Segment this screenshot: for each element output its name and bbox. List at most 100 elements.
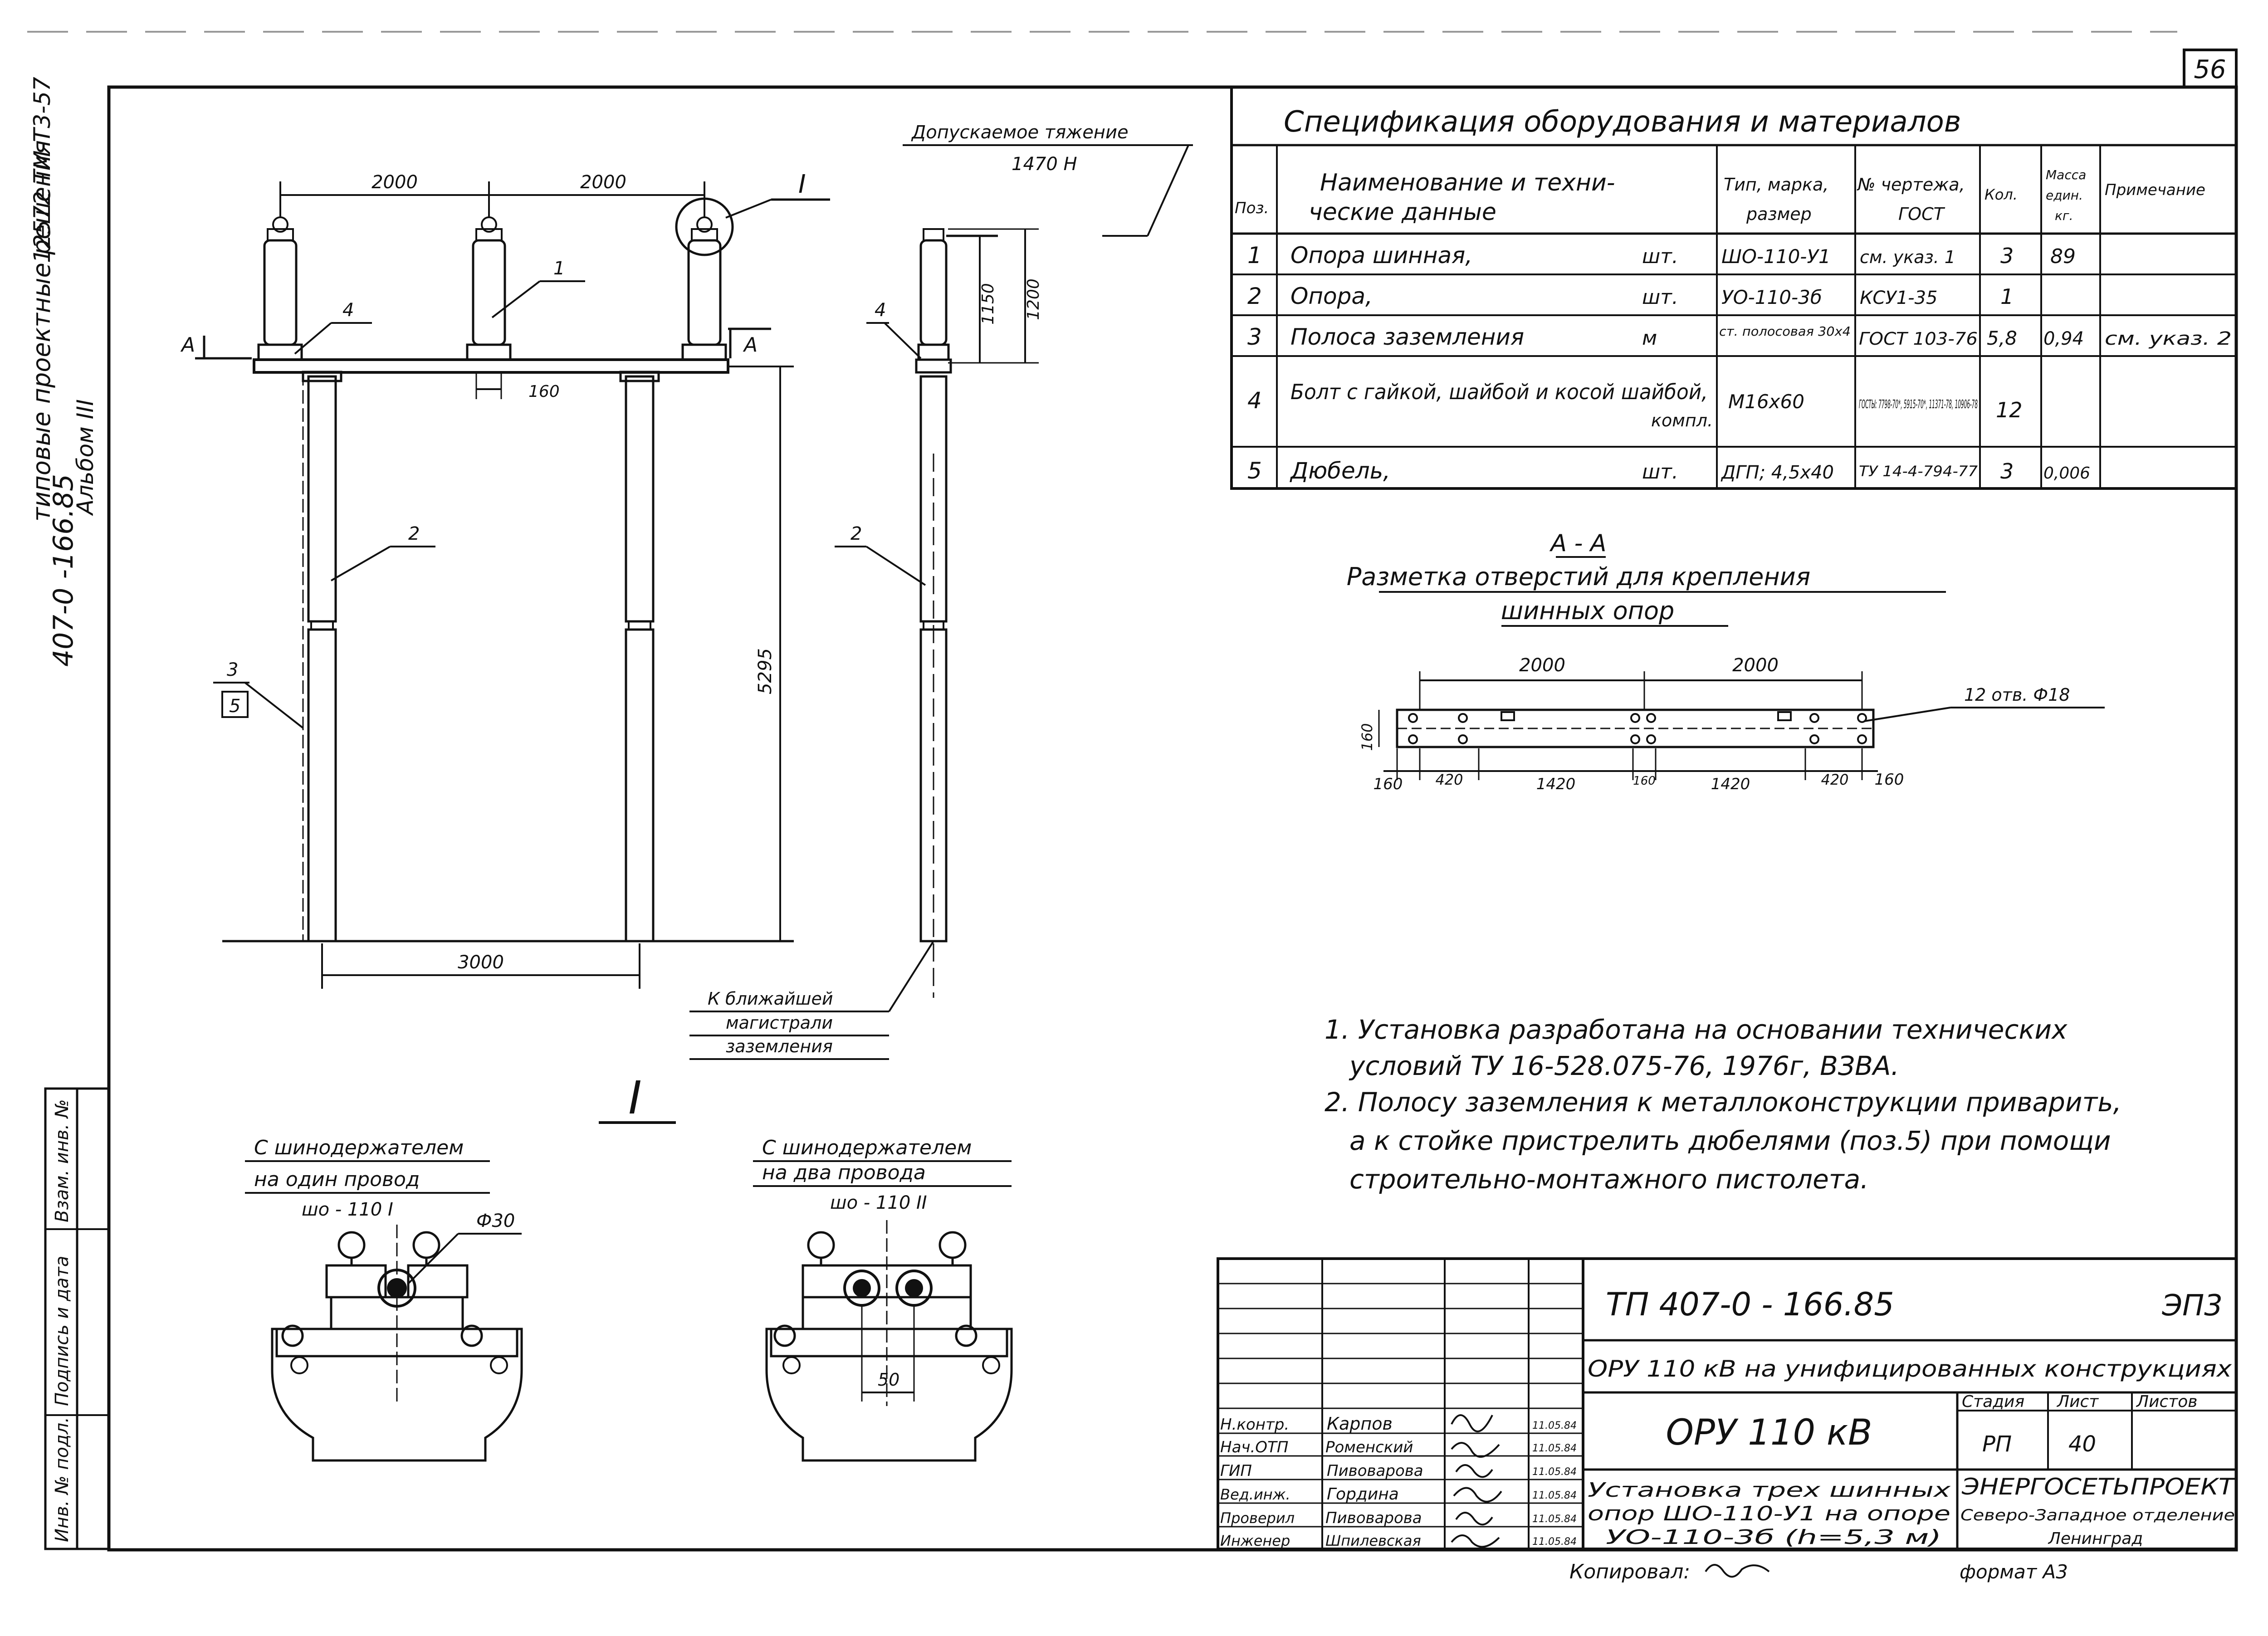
svg-text:11.05.84: 11.05.84 — [1532, 1466, 1577, 1478]
signatures — [1451, 1414, 1502, 1548]
insulator-3 — [675, 197, 734, 361]
note-2-line-2: а к стойке пристрелить дюбелями (поз.5) … — [1349, 1125, 2111, 1156]
staff-row-2: Нач.ОТП Роменский 11.05.84 — [1220, 1438, 1577, 1456]
detail-right-drawing: 50 — [765, 1220, 1013, 1462]
svg-text:м: м — [1642, 327, 1657, 350]
title-sheet-h: Лист — [2056, 1392, 2099, 1411]
svg-text:шт.: шт. — [1642, 460, 1678, 483]
support-post-right — [619, 371, 660, 943]
series-title: типовые проектные решения — [27, 140, 56, 522]
title-drawing-3: УО-110-3б (h=5,3 м) — [1606, 1526, 1941, 1549]
svg-text:2: 2 — [1247, 283, 1262, 309]
svg-text:Болт с гайкой, шайбой и косой: Болт с гайкой, шайбой и косой шайбой, — [1290, 380, 1708, 404]
staff-row-5: Проверил Пивоварова 11.05.84 — [1220, 1509, 1577, 1527]
title-drawing-2: опор ШО-110-У1 на опоре — [1588, 1502, 1950, 1525]
svg-text:3: 3 — [2000, 244, 2014, 268]
svg-text:1: 1 — [1247, 242, 1262, 269]
detail-right-l3: шо - 110 II — [830, 1192, 927, 1213]
section-mark-left: A — [180, 333, 195, 357]
album-code: 407-0 -166.85 — [48, 474, 79, 667]
svg-text:Пивоварова: Пивоварова — [1327, 1462, 1423, 1480]
dim-height: 5295 — [755, 648, 776, 694]
tension-label: Допускаемое тяжение — [911, 122, 1129, 143]
title-sheets-h: Листов — [2136, 1392, 2197, 1411]
album-sub: Альбом III — [72, 399, 98, 516]
detail-left-dia: Ф30 — [476, 1211, 515, 1231]
svg-text:компл.: компл. — [1651, 410, 1713, 430]
detail-left-l2: на один провод — [254, 1168, 420, 1191]
stamp-inv-no: Инв. № подл. — [52, 1417, 73, 1542]
spec-h-mass-3: кг. — [2055, 208, 2073, 223]
detail-left-l1: С шинодержателем — [254, 1136, 464, 1159]
dim-span1: 2000 — [371, 172, 418, 193]
detail-right-l2: на два провода — [762, 1161, 926, 1184]
svg-text:ГОСТ 103-76: ГОСТ 103-76 — [1859, 329, 1978, 349]
svg-text:Шпилевская: Шпилевская — [1325, 1532, 1421, 1549]
dim-1200: 1200 — [1024, 278, 1043, 320]
section-dim-b-7: 160 — [1875, 771, 1904, 789]
spec-row-3: 3 Полоса заземления м ст. полосовая 30х4… — [1247, 324, 2232, 350]
detail-mark: I — [628, 1071, 642, 1124]
support-post-left — [302, 371, 342, 943]
svg-text:11.05.84: 11.05.84 — [1532, 1420, 1577, 1431]
dim-1150: 1150 — [979, 283, 997, 325]
ground-note-2: магистрали — [726, 1013, 833, 1033]
svg-text:шт.: шт. — [1642, 286, 1678, 309]
plate-holes — [1408, 711, 1867, 744]
svg-text:Нач.ОТП: Нач.ОТП — [1220, 1438, 1288, 1456]
spec-row-2: 2 Опора, шт. УО-110-3б КСУ1-35 1 — [1247, 283, 2014, 309]
spec-title: Спецификация оборудования и материалов — [1284, 105, 1961, 139]
svg-text:ГОСТЫ: 7798-70*, 5915-70*, 113: ГОСТЫ: 7798-70*, 5915-70*, 11371-78, 109… — [1859, 398, 1978, 411]
title-sheet: 40 — [2068, 1431, 2096, 1457]
format-label: формат А3 — [1960, 1561, 2068, 1583]
svg-text:1: 1 — [2000, 284, 2014, 309]
svg-text:Вед.инж.: Вед.инж. — [1220, 1486, 1290, 1503]
copied-label: Копировал: — [1569, 1560, 1690, 1583]
title-code: ТП 407-0 - 166.85 — [1606, 1286, 1894, 1323]
title-section-code: ЭП3 — [2161, 1289, 2223, 1323]
spec-h-note: Примечание — [2105, 181, 2205, 199]
section-dim-b-5: 1420 — [1711, 775, 1750, 793]
insulator-1 — [257, 216, 303, 361]
svg-text:12: 12 — [1996, 398, 2023, 422]
section-dim-b-2: 420 — [1435, 771, 1463, 788]
spec-h-name-1: Наименование и техни- — [1320, 169, 1615, 196]
staff-row-6: Инженер Шпилевская 11.05.84 — [1220, 1532, 1577, 1549]
svg-text:3: 3 — [2000, 459, 2014, 483]
dim-span2: 2000 — [580, 172, 626, 193]
detail-i: I С шинодержателем на один провод шо - 1… — [245, 1071, 1013, 1462]
spec-h-type-1: Тип, марка, — [1724, 175, 1828, 195]
section-dim-b-6: 420 — [1821, 771, 1848, 788]
dim-plate: 160 — [528, 382, 560, 401]
svg-text:см. указ. 2: см. указ. 2 — [2105, 328, 2232, 349]
svg-text:0,006: 0,006 — [2043, 464, 2090, 483]
stamp-replace-inv: Взам. инв. № — [52, 1099, 73, 1222]
leader-pos5: 5 — [229, 696, 240, 717]
left-stamp-strip: Инв. № подл. Подпись и дата Взам. инв. № — [44, 1087, 110, 1550]
svg-text:ГИП: ГИП — [1220, 1462, 1252, 1480]
svg-text:ШО-110-У1: ШО-110-У1 — [1721, 245, 1831, 268]
svg-text:УО-110-3б: УО-110-3б — [1721, 286, 1822, 308]
side-elevation-view: 1150 1200 2 4 К ближайшей магистрали заз… — [689, 228, 1043, 1060]
leader-pos3: 3 — [227, 659, 238, 680]
spec-h-doc-1: № чертежа, — [1857, 175, 1965, 195]
section-dim-top-2: 2000 — [1732, 655, 1779, 676]
section-dim-top-1: 2000 — [1519, 655, 1565, 676]
insulator-2 — [466, 216, 512, 361]
spec-h-doc-2: ГОСТ — [1898, 204, 1945, 224]
section-dim-b-1: 160 — [1374, 775, 1403, 793]
svg-text:5,8: 5,8 — [1987, 327, 2017, 349]
sheet-number-box: 56 — [2183, 49, 2238, 88]
svg-text:Н.контр.: Н.контр. — [1220, 1416, 1289, 1434]
svg-text:Полоса заземления: Полоса заземления — [1290, 324, 1524, 350]
ground-note-3: заземления — [726, 1036, 833, 1056]
tension-value: 1470 Н — [1012, 154, 1077, 175]
svg-text:3: 3 — [1247, 324, 1262, 350]
svg-text:см. указ. 1: см. указ. 1 — [1860, 247, 1955, 267]
svg-text:89: 89 — [2050, 245, 2076, 268]
svg-text:шт.: шт. — [1642, 245, 1678, 268]
svg-text:4: 4 — [1247, 387, 1262, 414]
drawing-frame — [107, 85, 2238, 1552]
section-title-1: Разметка отверстий для крепления — [1347, 562, 1811, 591]
